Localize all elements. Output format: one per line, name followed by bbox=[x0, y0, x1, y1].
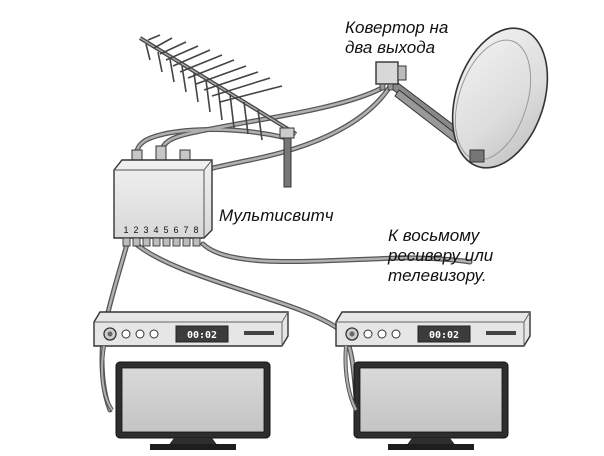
button-icon bbox=[363, 329, 373, 339]
cables bbox=[99, 85, 473, 413]
eighth-receiver-label-line-1: К восьмому bbox=[388, 226, 480, 245]
port-label-3: 3 bbox=[143, 225, 148, 235]
multiswitch-port-labels: 1 2 3 4 5 6 7 8 bbox=[123, 225, 198, 235]
converter-lnb bbox=[375, 61, 407, 91]
receiver-1: 00:02 bbox=[93, 311, 289, 347]
tv-screen bbox=[359, 367, 503, 433]
port-label-1: 1 bbox=[123, 225, 128, 235]
port-label-4: 4 bbox=[153, 225, 158, 235]
port-label-5: 5 bbox=[163, 225, 168, 235]
receiver-display bbox=[175, 325, 229, 343]
port-label-6: 6 bbox=[173, 225, 178, 235]
converter-label-line-2: два выхода bbox=[345, 38, 436, 57]
button-icon bbox=[135, 329, 145, 339]
multiswitch: 1 2 3 4 5 6 7 8 bbox=[113, 145, 213, 247]
receiver-display bbox=[417, 325, 471, 343]
receiver-display-time: 00:02 bbox=[429, 330, 459, 341]
tv-screen bbox=[121, 367, 265, 433]
converter-label: Ковертор на два выхода bbox=[345, 18, 448, 58]
receiver-display-time: 00:02 bbox=[187, 330, 217, 341]
button-icon bbox=[377, 329, 387, 339]
eighth-receiver-label: К восьмому ресиверу или телевизору. bbox=[388, 226, 493, 286]
satellite-dish bbox=[387, 27, 549, 169]
port-label-2: 2 bbox=[133, 225, 138, 235]
button-icon bbox=[391, 329, 401, 339]
tv-2 bbox=[353, 361, 509, 450]
port-label-7: 7 bbox=[183, 225, 188, 235]
receiver-2: 00:02 bbox=[335, 311, 531, 347]
converter-label-line-1: Ковертор на bbox=[345, 18, 449, 37]
eighth-receiver-label-line-3: телевизору. bbox=[388, 266, 487, 285]
terrestrial-antenna bbox=[138, 34, 298, 188]
eighth-receiver-label-line-2: ресиверу или bbox=[388, 246, 494, 265]
port-label-8: 8 bbox=[193, 225, 198, 235]
tv-1 bbox=[115, 361, 271, 450]
button-icon bbox=[149, 329, 159, 339]
multiswitch-label: Мультисвитч bbox=[219, 206, 334, 225]
button-icon bbox=[121, 329, 131, 339]
